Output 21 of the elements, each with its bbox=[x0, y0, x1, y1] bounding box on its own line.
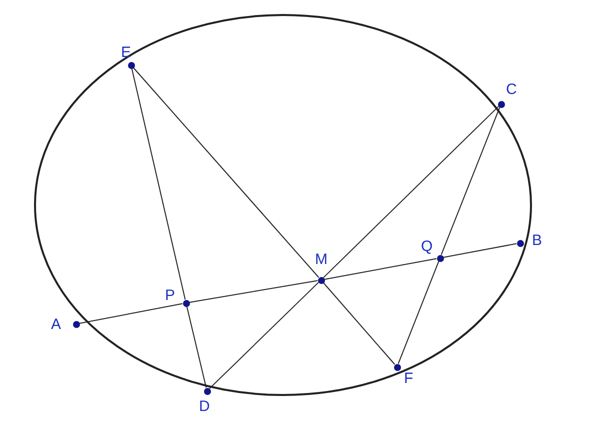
point-label: M bbox=[315, 252, 328, 267]
point-label: F bbox=[404, 371, 414, 386]
line-segment bbox=[186, 306, 207, 388]
line-segment bbox=[209, 282, 319, 390]
line-segment bbox=[442, 243, 518, 258]
point-label: B bbox=[532, 233, 542, 248]
line-segment bbox=[324, 258, 438, 280]
line-segment bbox=[398, 260, 440, 364]
point-label: A bbox=[51, 317, 62, 332]
line-segment bbox=[440, 106, 500, 256]
point-label: D bbox=[199, 399, 210, 414]
point-label: E bbox=[121, 45, 132, 60]
point-label: C bbox=[506, 82, 517, 97]
line-segment bbox=[131, 68, 186, 300]
line-segment bbox=[188, 280, 318, 303]
point-label: Q bbox=[421, 239, 433, 254]
line-segment bbox=[132, 67, 320, 278]
line-segment bbox=[322, 282, 396, 365]
point-label: P bbox=[165, 288, 176, 303]
line-segment bbox=[323, 106, 499, 278]
line-segment bbox=[78, 303, 184, 324]
